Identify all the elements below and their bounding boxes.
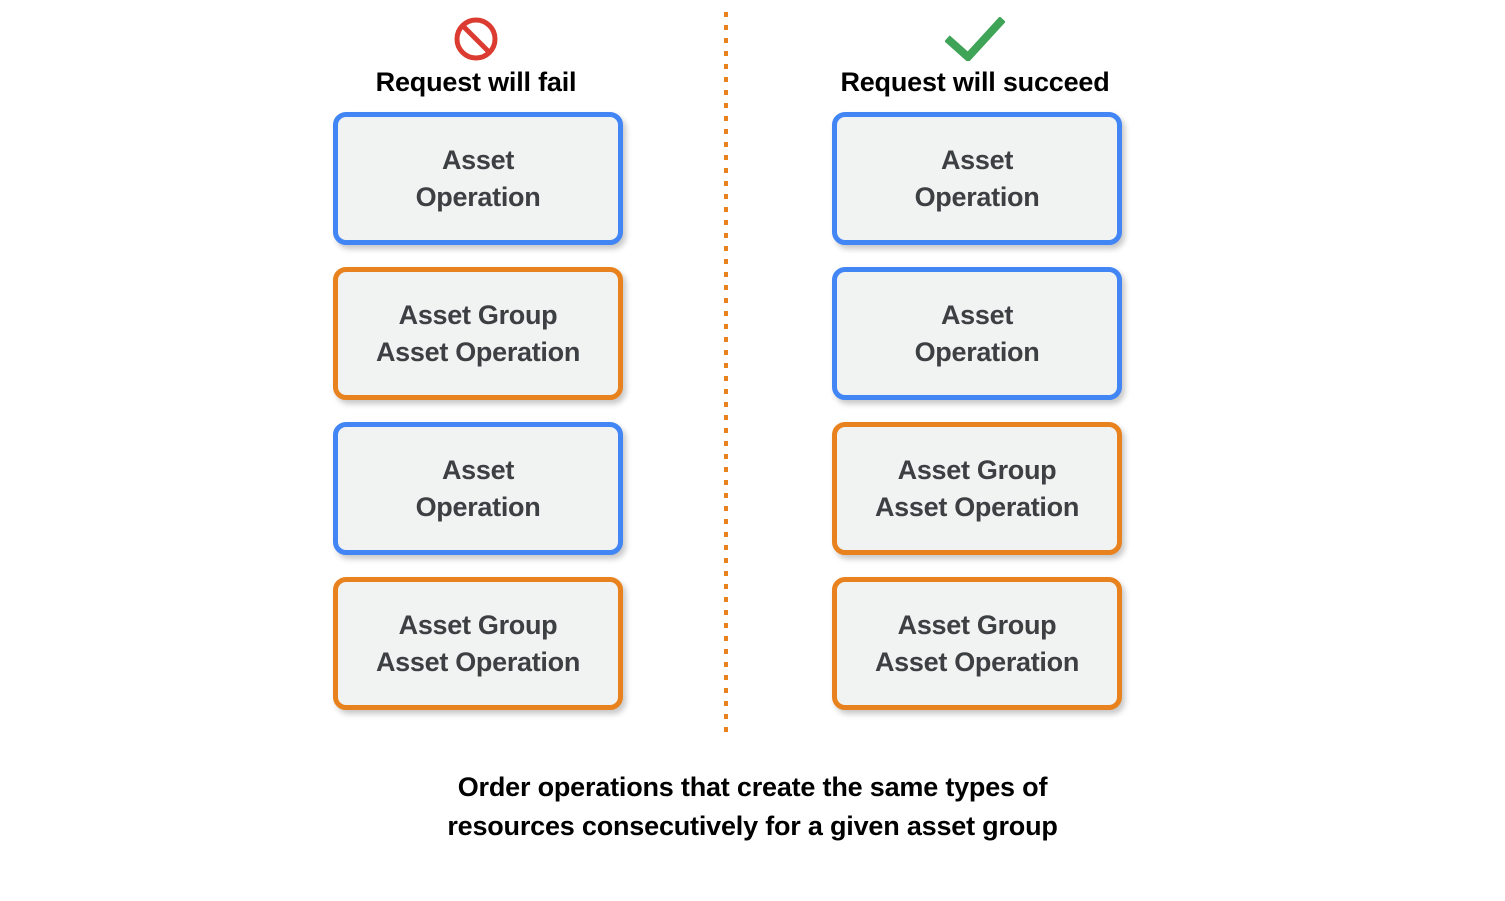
operation-box-line: Asset Operation — [874, 491, 1080, 522]
operation-box-line: Asset — [441, 454, 515, 485]
operation-box[interactable]: Asset Operation — [832, 267, 1122, 400]
operation-box-line: Asset Group — [398, 299, 558, 330]
operation-box-line: Operation — [914, 181, 1040, 212]
operation-box[interactable]: Asset Group Asset Operation — [832, 577, 1122, 710]
column-succeed-title: Request will succeed — [840, 67, 1110, 97]
column-divider — [724, 12, 728, 735]
operation-box[interactable]: Asset Group Asset Operation — [333, 267, 623, 400]
operation-box-line: Asset Operation — [375, 336, 581, 367]
diagram-caption: Order operations that create the same ty… — [0, 768, 1505, 846]
operation-box-line: Operation — [415, 181, 541, 212]
operation-box[interactable]: Asset Operation — [333, 112, 623, 245]
operation-box-line: Asset Operation — [874, 646, 1080, 677]
column-fail-title: Request will fail — [375, 67, 577, 97]
caption-line-1: Order operations that create the same ty… — [457, 772, 1048, 802]
column-succeed-box-stack: Asset Operation Asset Operation Asset Gr… — [832, 112, 1122, 732]
operation-box-line: Operation — [914, 336, 1040, 367]
column-succeed-header: Request will succeed — [765, 14, 1185, 98]
operation-box-line: Asset Operation — [375, 646, 581, 677]
operation-box[interactable]: Asset Operation — [832, 112, 1122, 245]
checkmark-icon — [765, 14, 1185, 64]
operation-box-line: Asset — [441, 144, 515, 175]
prohibition-icon — [266, 14, 686, 64]
operation-box-line: Asset Group — [897, 609, 1057, 640]
operation-box-line: Asset — [940, 299, 1014, 330]
operation-box[interactable]: Asset Group Asset Operation — [832, 422, 1122, 555]
operation-box[interactable]: Asset Group Asset Operation — [333, 577, 623, 710]
column-fail-box-stack: Asset Operation Asset Group Asset Operat… — [333, 112, 623, 732]
operation-box-line: Asset — [940, 144, 1014, 175]
operation-box-line: Operation — [415, 491, 541, 522]
operation-box-line: Asset Group — [398, 609, 558, 640]
caption-line-2: resources consecutively for a given asse… — [447, 811, 1058, 841]
operation-box-line: Asset Group — [897, 454, 1057, 485]
column-fail-header: Request will fail — [266, 14, 686, 98]
operation-box[interactable]: Asset Operation — [333, 422, 623, 555]
